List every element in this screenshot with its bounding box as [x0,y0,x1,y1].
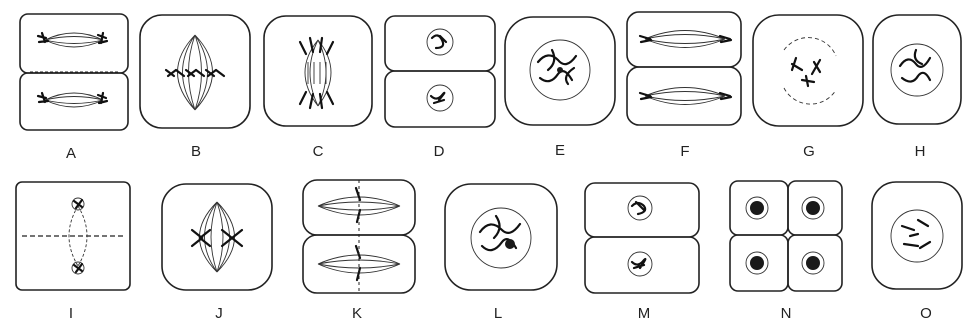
label-n: N [781,305,792,322]
panel-l [445,184,557,290]
label-o: O [920,305,932,322]
label-g: G [803,143,815,160]
panel-n [730,181,842,291]
panel-d [385,16,495,127]
panel-b [140,15,250,128]
panel-h [873,15,961,124]
panel-o [872,182,962,289]
panel-j [162,184,272,290]
panel-k [303,180,415,293]
label-k: K [352,305,362,322]
label-h: H [915,143,926,160]
label-f: F [680,143,689,160]
label-l: L [494,305,502,322]
panel-f [627,12,741,125]
label-i: I [69,305,73,322]
panel-e [505,17,615,125]
panel-m [585,183,699,293]
panel-i [16,182,130,290]
panel-a [20,14,128,130]
panel-g [753,15,863,126]
label-m: M [638,305,651,322]
label-c: C [313,143,324,160]
label-b: B [191,143,201,160]
panel-c [264,16,372,126]
label-d: D [434,143,445,160]
label-j: J [215,305,223,322]
label-a: A [66,145,76,162]
label-e: E [555,142,565,159]
